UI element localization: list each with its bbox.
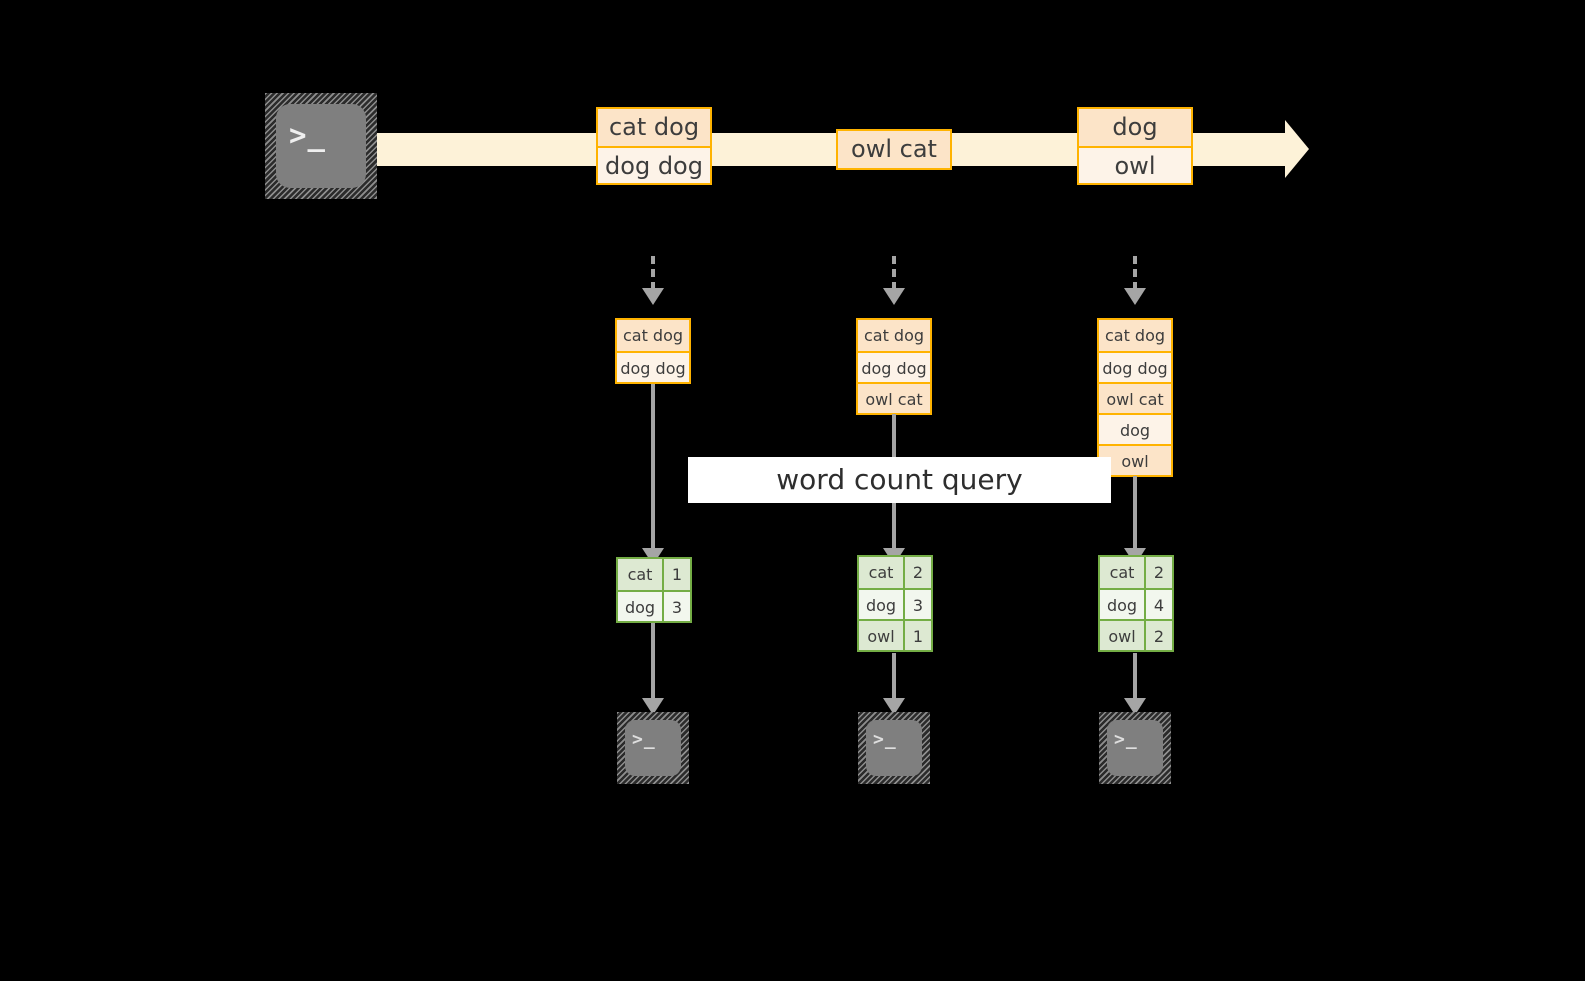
- sink-connector-1: [651, 623, 655, 702]
- result-row: cat 1: [618, 559, 690, 590]
- result-count: 4: [1146, 590, 1172, 619]
- input-stream-arrowhead: [1285, 120, 1309, 178]
- stream-to-table-arrowhead-3: [1124, 288, 1146, 305]
- query-banner: word count query: [688, 457, 1111, 503]
- stream-batch-1: cat dog dog dog: [596, 107, 712, 185]
- result-row: owl 1: [859, 619, 931, 650]
- query-connector-1: [651, 384, 655, 552]
- stream-line: dog dog: [598, 146, 710, 183]
- result-count: 2: [1146, 621, 1172, 650]
- query-label: word count query: [776, 463, 1023, 496]
- stream-to-table-connector-1: [651, 256, 655, 290]
- stream-to-table-arrowhead-1: [642, 288, 664, 305]
- sink-arrowhead-3: [1124, 698, 1146, 715]
- result-row: dog 4: [1100, 588, 1172, 619]
- stream-line: dog: [1079, 109, 1191, 146]
- result-table-2: cat 2 dog 3 owl 1: [857, 555, 933, 652]
- result-row: cat 2: [1100, 557, 1172, 588]
- result-row: cat 2: [859, 557, 931, 588]
- input-table-2: cat dog dog dog owl cat: [856, 318, 932, 415]
- result-count: 1: [905, 621, 931, 650]
- input-table-row: owl cat: [1099, 382, 1171, 413]
- terminal-prompt-glyph: >_: [873, 729, 897, 750]
- input-table-1: cat dog dog dog: [615, 318, 691, 384]
- result-word: dog: [859, 590, 905, 619]
- stream-line: owl cat: [838, 131, 950, 168]
- input-table-row: dog dog: [1099, 351, 1171, 382]
- result-table-1: cat 1 dog 3: [616, 557, 692, 623]
- query-connector-3: [1133, 476, 1137, 552]
- input-table-row: dog: [1099, 413, 1171, 444]
- result-word: owl: [1100, 621, 1146, 650]
- terminal-prompt-glyph: >_: [1114, 729, 1138, 750]
- result-row: dog 3: [859, 588, 931, 619]
- result-word: owl: [859, 621, 905, 650]
- input-table-row: dog dog: [617, 351, 689, 382]
- result-count: 2: [905, 557, 931, 588]
- result-row: owl 2: [1100, 619, 1172, 650]
- result-word: cat: [1100, 557, 1146, 588]
- terminal-prompt-glyph: >_: [289, 118, 326, 152]
- input-table-row: dog dog: [858, 351, 930, 382]
- result-word: dog: [618, 592, 664, 621]
- result-count: 2: [1146, 557, 1172, 588]
- stream-line: cat dog: [598, 109, 710, 146]
- result-table-3: cat 2 dog 4 owl 2: [1098, 555, 1174, 652]
- input-table-row: owl: [1099, 444, 1171, 475]
- source-terminal-icon: >_: [265, 93, 377, 199]
- sink-terminal-icon-2: >_: [858, 712, 930, 784]
- stream-to-table-connector-2: [892, 256, 896, 290]
- stream-batch-3: dog owl: [1077, 107, 1193, 185]
- terminal-screen: [1107, 720, 1163, 776]
- result-count: 3: [664, 592, 690, 621]
- input-table-row: cat dog: [1099, 320, 1171, 351]
- result-count: 1: [664, 559, 690, 590]
- input-table-row: cat dog: [858, 320, 930, 351]
- result-row: dog 3: [618, 590, 690, 621]
- result-word: dog: [1100, 590, 1146, 619]
- sink-connector-3: [1133, 653, 1137, 702]
- stream-to-table-connector-3: [1133, 256, 1137, 290]
- sink-arrowhead-1: [642, 698, 664, 715]
- terminal-screen: [276, 104, 366, 188]
- sink-terminal-icon-3: >_: [1099, 712, 1171, 784]
- input-table-row: owl cat: [858, 382, 930, 413]
- terminal-screen: [866, 720, 922, 776]
- stream-to-table-arrowhead-2: [883, 288, 905, 305]
- sink-terminal-icon-1: >_: [617, 712, 689, 784]
- result-count: 3: [905, 590, 931, 619]
- terminal-screen: [625, 720, 681, 776]
- input-table-3: cat dog dog dog owl cat dog owl: [1097, 318, 1173, 477]
- terminal-prompt-glyph: >_: [632, 729, 656, 750]
- result-word: cat: [859, 557, 905, 588]
- input-table-row: cat dog: [617, 320, 689, 351]
- result-word: cat: [618, 559, 664, 590]
- stream-line: owl: [1079, 146, 1191, 183]
- sink-arrowhead-2: [883, 698, 905, 715]
- sink-connector-2: [892, 653, 896, 702]
- stream-batch-2: owl cat: [836, 129, 952, 170]
